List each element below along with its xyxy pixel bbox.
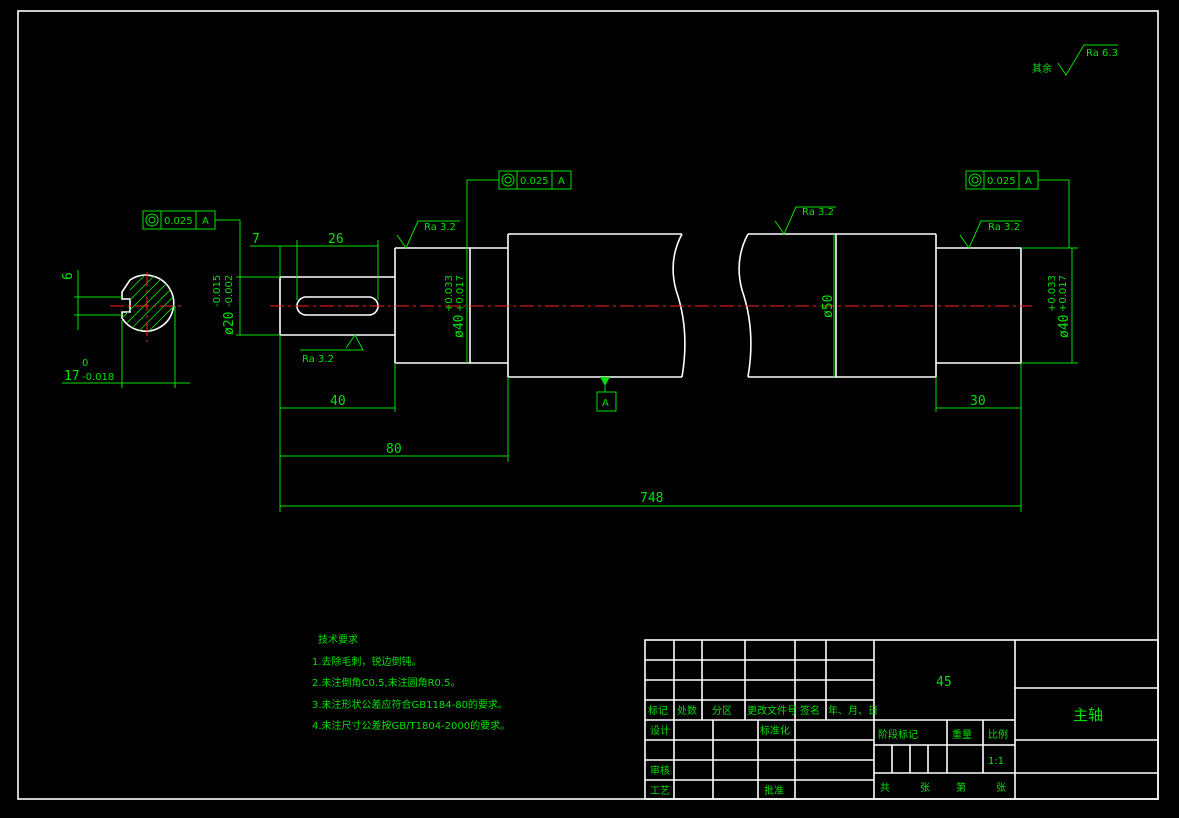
svg-text:A: A — [202, 216, 209, 227]
svg-text:1:1: 1:1 — [988, 756, 1004, 767]
svg-text:更改文件号: 更改文件号 — [747, 704, 797, 717]
svg-text:ø20: ø20 — [222, 312, 237, 335]
svg-text:A: A — [602, 398, 609, 409]
keyway-section: 6 17 0 -0.018 — [61, 270, 190, 388]
svg-text:26: 26 — [328, 232, 344, 247]
svg-text:-0.002: -0.002 — [224, 275, 235, 307]
svg-text:张: 张 — [920, 782, 930, 794]
svg-text:张: 张 — [996, 782, 1006, 794]
dim-17-upper: 0 — [82, 358, 88, 369]
tolerance-frame-middle: 0.025 A — [466, 170, 572, 248]
svg-text:0.025: 0.025 — [987, 176, 1016, 187]
datum-a: A — [596, 377, 617, 412]
tech-req-title: 技术要求 — [318, 633, 358, 646]
svg-text:40: 40 — [330, 394, 346, 409]
svg-text:批准: 批准 — [764, 784, 784, 797]
svg-text:30: 30 — [970, 394, 986, 409]
tech-req-item: 1.去除毛刺，锐边倒钝。 — [312, 655, 422, 668]
keyway-slot — [296, 296, 379, 316]
roughness-symbol — [1057, 44, 1118, 76]
svg-text:第: 第 — [956, 781, 966, 794]
svg-text:+0.033: +0.033 — [444, 275, 455, 312]
svg-text:工艺: 工艺 — [650, 785, 670, 797]
svg-text:审核: 审核 — [650, 764, 670, 777]
shaft-outline — [279, 233, 1022, 378]
svg-text:设计: 设计 — [650, 724, 670, 737]
tech-req-item: 3.未注形状公差应符合GB1184-80的要求。 — [312, 698, 508, 711]
svg-text:签名: 签名 — [800, 704, 820, 717]
svg-text:Ra 3.2: Ra 3.2 — [988, 222, 1020, 233]
drawing-border — [17, 10, 1159, 800]
svg-text:ø40: ø40 — [1057, 315, 1072, 338]
svg-text:+0.017: +0.017 — [455, 275, 466, 312]
roughness-labels: Ra 3.2 Ra 3.2 Ra 3.2 Ra 3.2 — [300, 206, 1022, 365]
part-name: 主轴 — [1073, 706, 1103, 724]
svg-text:0.025: 0.025 — [164, 216, 193, 227]
svg-text:80: 80 — [386, 442, 402, 457]
svg-text:分区: 分区 — [712, 705, 732, 717]
svg-text:阶段标记: 阶段标记 — [878, 728, 918, 741]
tech-req-item: 4.未注尺寸公差按GB/T1804-2000的要求。 — [312, 719, 510, 732]
svg-text:标准化: 标准化 — [760, 724, 790, 737]
svg-text:比例: 比例 — [988, 728, 1008, 741]
svg-text:ø50: ø50 — [821, 295, 836, 318]
tolerance-frame-right: 0.025 A — [965, 170, 1070, 248]
break-line-left — [672, 233, 686, 378]
svg-text:+0.033: +0.033 — [1047, 275, 1058, 312]
dimensions: 7 26 40 80 748 30 ø20 -0.015 -0.002 ø40 … — [212, 232, 1078, 512]
svg-text:7: 7 — [252, 232, 260, 247]
tech-req-item: 2.未注倒角C0.5,未注圆角R0.5。 — [312, 676, 460, 689]
svg-text:748: 748 — [640, 491, 663, 506]
svg-text:Ra 3.2: Ra 3.2 — [802, 207, 834, 218]
material-value: 45 — [936, 675, 952, 690]
surface-finish-prefix: 其余 — [1032, 62, 1052, 75]
svg-text:ø40: ø40 — [452, 315, 467, 338]
svg-text:年、月、日: 年、月、日 — [828, 704, 878, 717]
svg-text:标记: 标记 — [648, 705, 668, 717]
dim-6: 6 — [61, 272, 76, 280]
svg-text:+0.017: +0.017 — [1058, 275, 1069, 312]
svg-text:处数: 处数 — [677, 704, 697, 717]
dim-17-lower: -0.018 — [82, 372, 114, 383]
svg-text:-0.015: -0.015 — [212, 275, 223, 307]
svg-text:A: A — [558, 176, 565, 187]
tech-requirements: 技术要求 1.去除毛刺，锐边倒钝。 2.未注倒角C0.5,未注圆角R0.5。 3… — [312, 633, 510, 732]
svg-text:Ra 3.2: Ra 3.2 — [302, 354, 334, 365]
svg-text:A: A — [1025, 176, 1032, 187]
surface-finish-note: 其余 Ra 6.3 — [1032, 44, 1118, 76]
svg-text:Ra 3.2: Ra 3.2 — [424, 222, 456, 233]
svg-text:共: 共 — [880, 782, 890, 794]
tolerance-frame-left: 0.025 A — [142, 210, 241, 335]
svg-text:0.025: 0.025 — [520, 176, 549, 187]
title-block: 标记 处数 分区 更改文件号 签名 年、月、日 设计 标准化 审核 工艺 批准 … — [644, 639, 1159, 800]
surface-finish-value: Ra 6.3 — [1086, 48, 1118, 59]
break-line-right — [738, 233, 752, 378]
svg-text:重量: 重量 — [952, 728, 972, 741]
dim-17: 17 — [64, 369, 80, 384]
